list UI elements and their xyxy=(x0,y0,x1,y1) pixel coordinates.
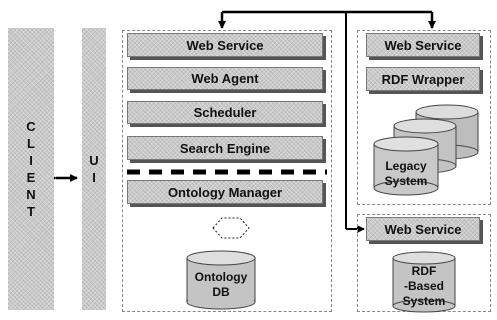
client-letter: I xyxy=(29,153,33,168)
client-letter: N xyxy=(26,187,36,202)
database-icon xyxy=(186,250,256,310)
ui-letter: U xyxy=(89,153,99,168)
search-engine-box: Search Engine xyxy=(127,136,323,160)
hexagon-connector-icon xyxy=(212,217,250,239)
client-letter: E xyxy=(26,170,36,185)
main-web-service-box: Web Service xyxy=(127,33,323,57)
legacy-system-cylinders: Legacy System xyxy=(372,104,484,200)
rdf-system-label-line: RDF xyxy=(411,264,437,278)
ontology-db-label-line: Ontology xyxy=(194,270,248,284)
main-server-panel xyxy=(122,30,332,312)
rdf-system-label-line: System xyxy=(402,294,446,308)
ontology-db-label-line: DB xyxy=(212,285,230,299)
rdf-system-label-line: -Based xyxy=(403,279,444,293)
ui-column: U I xyxy=(82,28,106,310)
rdf-database-icon xyxy=(392,251,456,313)
legacy-web-service-box: Web Service xyxy=(366,33,480,57)
client-column: C L I E N T xyxy=(8,28,54,310)
legacy-database-icon xyxy=(373,104,479,196)
legacy-system-label-line: System xyxy=(384,174,428,188)
scheduler-box: Scheduler xyxy=(127,101,323,124)
legacy-system-label-line: Legacy xyxy=(385,159,427,173)
client-letter: L xyxy=(27,136,35,151)
client-letter: T xyxy=(27,204,35,219)
client-letter: C xyxy=(26,119,36,134)
web-agent-box: Web Agent xyxy=(127,67,323,90)
rdf-web-service-box: Web Service xyxy=(366,217,480,241)
ontology-manager-box: Ontology Manager xyxy=(127,180,323,204)
ui-letter: I xyxy=(92,170,96,185)
legacy-panel xyxy=(357,30,491,205)
ontology-db-cylinder: Ontology DB xyxy=(186,250,256,310)
rdf-wrapper-box: RDF Wrapper xyxy=(366,67,480,91)
rdf-system-cylinder: RDF -Based System xyxy=(392,250,456,314)
